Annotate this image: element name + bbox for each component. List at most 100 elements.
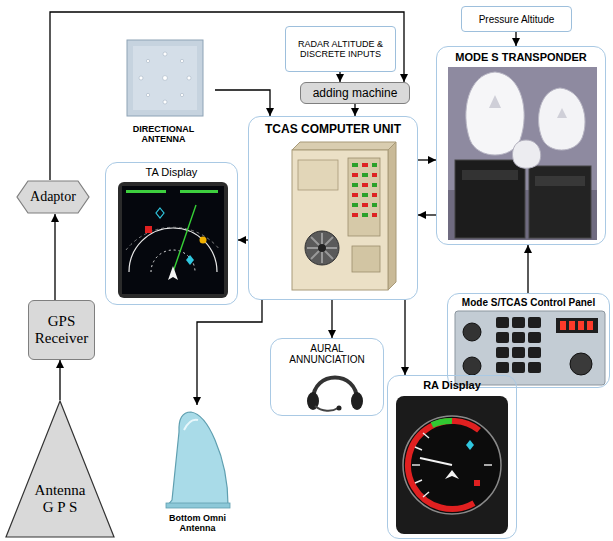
microphone: [337, 406, 342, 411]
led-panel: [348, 158, 380, 236]
connector-arrow: [527, 245, 528, 293]
display-bezel: [118, 182, 228, 298]
led-lights: [352, 163, 377, 217]
connector-arrow: [404, 300, 405, 375]
panel-box: Mode S/TCAS Control Panel: [447, 293, 610, 388]
antenna-box: DIRECTIONAL ANTENNA: [112, 36, 215, 146]
label-plate: [298, 160, 338, 190]
connector-arrow: [418, 214, 436, 215]
panel-knob: [570, 353, 592, 375]
connector-plate: [352, 246, 380, 272]
connector-arrow: [515, 32, 516, 46]
display-bezel: [396, 396, 508, 534]
other-traffic: [156, 208, 164, 218]
display-box: RA Display: [387, 375, 517, 539]
fin-highlight: [184, 420, 198, 430]
fan-hub: [318, 244, 326, 252]
transponder-unit: [529, 166, 591, 238]
connector-arrow: [418, 159, 436, 160]
node-text: GPS Receiver: [32, 313, 91, 347]
display-screen: [122, 186, 224, 294]
connector-arrow: [215, 90, 270, 116]
input-box: RADAR ALTITUDE & DISCRETE INPUTS: [285, 26, 396, 72]
mic-boom: [315, 406, 338, 411]
connector-arrow: [238, 239, 248, 240]
output-box: AURAL ANNUNCIATION: [270, 338, 384, 416]
shape-outline: [17, 181, 89, 213]
screen-readout: [126, 190, 166, 193]
transponder-picture: [448, 67, 597, 240]
triangle-outline: [5, 400, 115, 538]
directional-antenna-picture: [127, 40, 203, 116]
shape-outline: [6, 401, 114, 537]
ra-display-picture: [392, 396, 512, 534]
display-box: TA Display: [105, 162, 238, 305]
headset-picture: [307, 378, 363, 411]
antenna-mark: [557, 108, 567, 118]
cooling-fan: [305, 231, 339, 265]
code-digits: [560, 321, 593, 330]
input-box: Pressure Altitude: [461, 6, 572, 32]
screen-readout: [180, 190, 218, 193]
ta-display-picture: [118, 182, 228, 298]
unit-box: MODE S TRANSPONDER: [436, 46, 606, 245]
node-text: TA Display: [146, 166, 198, 178]
red-arc: [392, 405, 512, 525]
node-text: TCAS COMPUTER UNIT: [265, 122, 401, 136]
antenna-dots: [139, 52, 191, 104]
transponder-unit: [455, 160, 525, 238]
dial-face: [403, 416, 501, 514]
node-text: AURAL ANNUNCIATION: [275, 343, 379, 365]
antenna-plate: [127, 40, 203, 116]
traffic-symbol: [474, 480, 480, 486]
headband: [313, 378, 357, 401]
ear-cup: [351, 392, 363, 410]
own-aircraft: [445, 470, 459, 479]
photo-background: [448, 67, 597, 240]
connector-arrow: [50, 12, 404, 180]
ta-traffic: [200, 237, 207, 244]
connector-arrow: [54, 214, 55, 300]
traffic-symbol: [466, 440, 474, 450]
omni-antenna-picture: [166, 412, 230, 508]
antenna-shape: [466, 72, 524, 155]
unit-box: TCAS COMPUTER UNIT: [248, 116, 418, 300]
tcas-computer-picture: [292, 142, 396, 290]
antenna-fin: [168, 412, 228, 505]
unit-handle: [462, 170, 518, 180]
computer-top: [292, 142, 396, 150]
dial-needle: [420, 458, 452, 465]
antenna-triangle: Antenna G P S: [5, 400, 115, 538]
node-text: RADAR ALTITUDE & DISCRETE INPUTS: [295, 39, 387, 59]
own-aircraft: [168, 266, 178, 280]
track-line: [173, 205, 196, 272]
connector-arrow: [197, 300, 262, 405]
code-display: [556, 318, 598, 333]
node-text: Pressure Altitude: [479, 14, 555, 25]
node-text: DIRECTIONAL ANTENNA: [114, 124, 213, 144]
connector-arrow: [59, 360, 60, 400]
antenna-mark: [489, 95, 501, 108]
dial-ticks: [412, 433, 492, 497]
range-arc: [126, 227, 220, 250]
unit-handle: [535, 176, 585, 186]
control-panel-picture: [455, 311, 605, 385]
receiver-box: GPS Receiver: [28, 300, 95, 360]
green-arc: [432, 421, 452, 425]
connector-arrow: [331, 300, 332, 338]
panel-knob: [463, 323, 481, 341]
keypad-keys: [496, 317, 541, 373]
computer-front: [292, 150, 388, 290]
process-box: adding machine: [300, 82, 410, 104]
node-text: adding machine: [313, 86, 398, 100]
node-text: Mode S/TCAS Control Panel: [462, 297, 595, 308]
node-text: MODE S TRANSPONDER: [455, 51, 586, 63]
node-text: Antenna G P S: [33, 482, 88, 516]
computer-side: [388, 142, 396, 290]
antenna-face: [133, 46, 197, 110]
panel-knob: [463, 357, 481, 375]
antenna-shape: [539, 88, 585, 150]
node-text: Bottom Omni Antenna: [152, 513, 243, 533]
connector-arrow: [354, 104, 355, 116]
